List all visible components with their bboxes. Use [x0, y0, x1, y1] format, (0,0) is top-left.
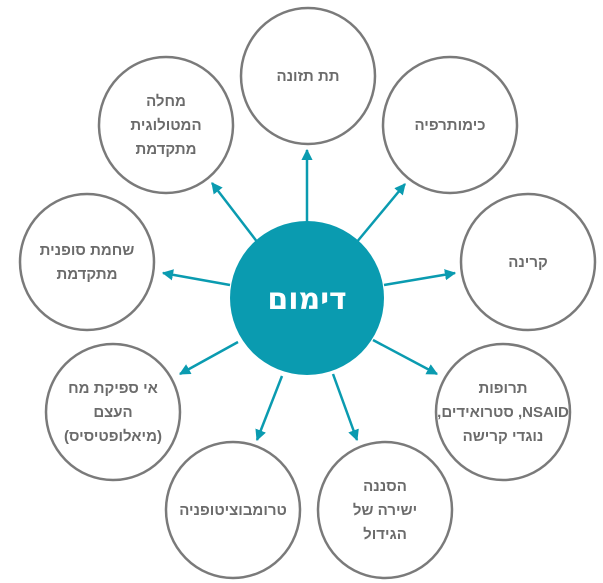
node-radiation: קרינה: [459, 192, 597, 332]
node-label-line: העצם: [93, 404, 132, 421]
node-label-line: קרינה: [508, 254, 548, 271]
node-circle: [434, 342, 572, 482]
node-label-line: (מיאלופטיסיס): [64, 428, 162, 445]
node-label-line: תרופות: [478, 380, 527, 397]
node-label-line: מתקדמת: [135, 141, 196, 158]
node-hematologic-disease: מחלה המטולוגית מתקדמת: [97, 55, 235, 195]
arrow-to-tumor-infiltration: [331, 373, 359, 442]
node-label-line: כימותרפיה: [414, 117, 485, 134]
node-label-line: מתקדמת: [56, 266, 117, 283]
node-circle: [44, 342, 182, 482]
arrow-to-drugs: [372, 338, 438, 376]
node-circle: [316, 440, 454, 580]
node-malnutrition: תת תזונה: [239, 6, 377, 146]
node-chemotherapy: כימותרפיה: [381, 55, 519, 195]
center-node: [230, 221, 384, 375]
node-circle: [18, 192, 156, 332]
node-label-line: אי ספיקת מח: [68, 380, 158, 397]
node-label-line: ישירה של: [353, 502, 417, 519]
node-circle: [459, 192, 597, 332]
node-circle: [164, 440, 302, 580]
node-tumor-infiltration: הסננה ישירה של הגידול: [316, 440, 454, 580]
node-drugs: תרופות NSAID, סטרואידים, נוגדי קרישה: [434, 342, 572, 482]
node-bone-marrow-failure: אי ספיקת מח העצם (מיאלופטיסיס): [44, 342, 182, 482]
node-label-line: טרומבוציטופניה: [179, 502, 287, 519]
node-thrombocytopenia: טרומבוציטופניה: [164, 440, 302, 580]
node-circle: [97, 55, 235, 195]
node-label-line: הגידול: [363, 526, 407, 543]
node-label-line: שחמת סופנית: [40, 242, 135, 259]
node-label-line: הסננה: [363, 478, 407, 495]
node-label-line: NSAID, סטרואידים,: [437, 404, 569, 421]
node-label-line: מחלה: [146, 93, 186, 110]
node-cirrhosis: שחמת סופנית מתקדמת: [18, 192, 156, 332]
node-label-line: נוגדי קרישה: [463, 428, 544, 445]
arrow-to-bone-marrow-failure: [179, 340, 239, 376]
arrow-to-hematologic-disease: [211, 182, 259, 244]
node-label-line: המטולוגית: [130, 117, 201, 134]
node-circle: [239, 6, 377, 146]
arrow-to-thrombocytopenia: [255, 375, 284, 442]
center-label: דימום: [267, 282, 346, 317]
node-circle: [381, 55, 519, 195]
node-label-line: תת תזונה: [276, 68, 339, 85]
arrow-to-radiation: [383, 269, 457, 287]
arrow-to-chemotherapy: [355, 183, 406, 244]
arrow-to-cirrhosis: [161, 269, 231, 287]
